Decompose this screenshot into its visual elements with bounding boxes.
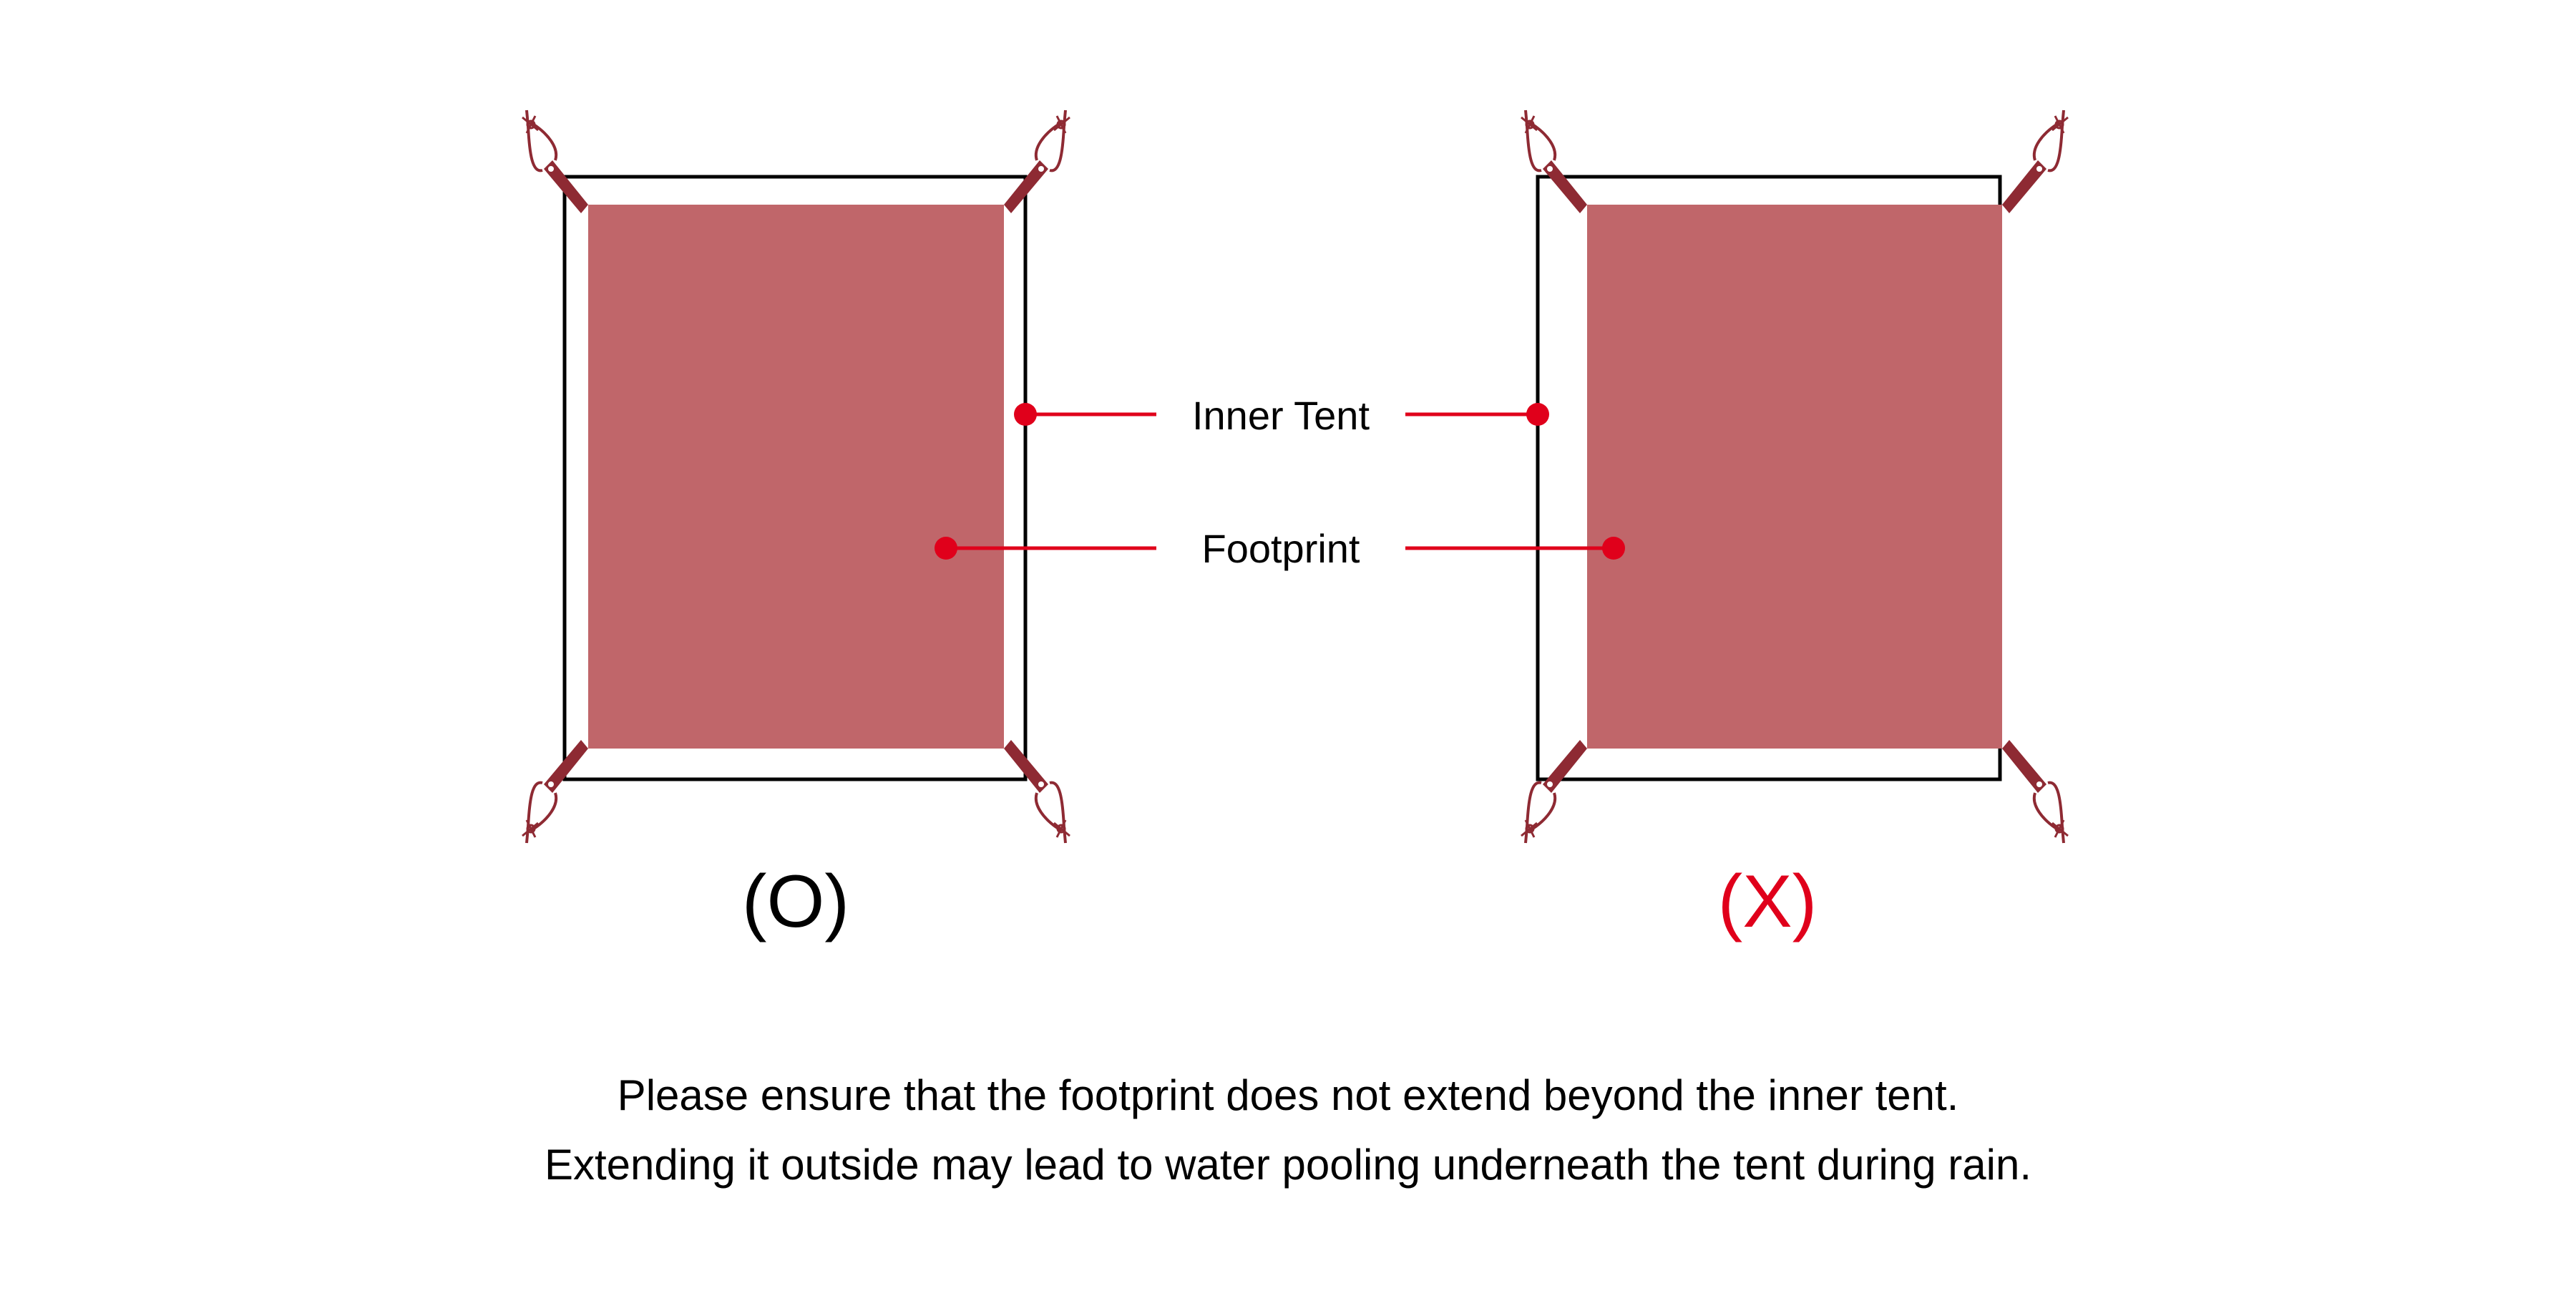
stake-strap-icon bbox=[1002, 739, 1071, 844]
note-line-2: Extending it outside may lead to water p… bbox=[545, 1141, 2031, 1189]
inner-tent-label: Inner Tent bbox=[1192, 393, 1370, 438]
stake-strap-icon bbox=[1520, 739, 1589, 844]
stake-strap-icon bbox=[1520, 109, 1589, 215]
note-line-1: Please ensure that the footprint does no… bbox=[618, 1071, 1959, 1119]
callout-inner-tent: Inner Tent bbox=[1014, 393, 1549, 438]
footprint-fill bbox=[1587, 205, 2002, 749]
callout-dot bbox=[1526, 403, 1549, 426]
stake-strap-icon bbox=[521, 109, 590, 215]
incorrect-panel: (X) bbox=[1520, 109, 2069, 943]
incorrect-mark: (X) bbox=[1718, 860, 1818, 943]
stake-strap-icon bbox=[2001, 739, 2069, 844]
correct-mark: (O) bbox=[742, 860, 849, 943]
stake-strap-icon bbox=[521, 739, 590, 844]
callout-dot bbox=[935, 537, 957, 560]
callout-dot bbox=[1014, 403, 1037, 426]
stake-strap-icon bbox=[2001, 109, 2069, 215]
callout-footprint: Footprint bbox=[935, 526, 1625, 571]
inner-tent-outline bbox=[562, 175, 1028, 781]
footprint-label: Footprint bbox=[1202, 526, 1360, 571]
footprint-fill bbox=[588, 205, 1004, 749]
callout-dot bbox=[1602, 537, 1625, 560]
stake-strap-icon bbox=[1002, 109, 1071, 215]
correct-panel: (O) bbox=[521, 109, 1071, 943]
